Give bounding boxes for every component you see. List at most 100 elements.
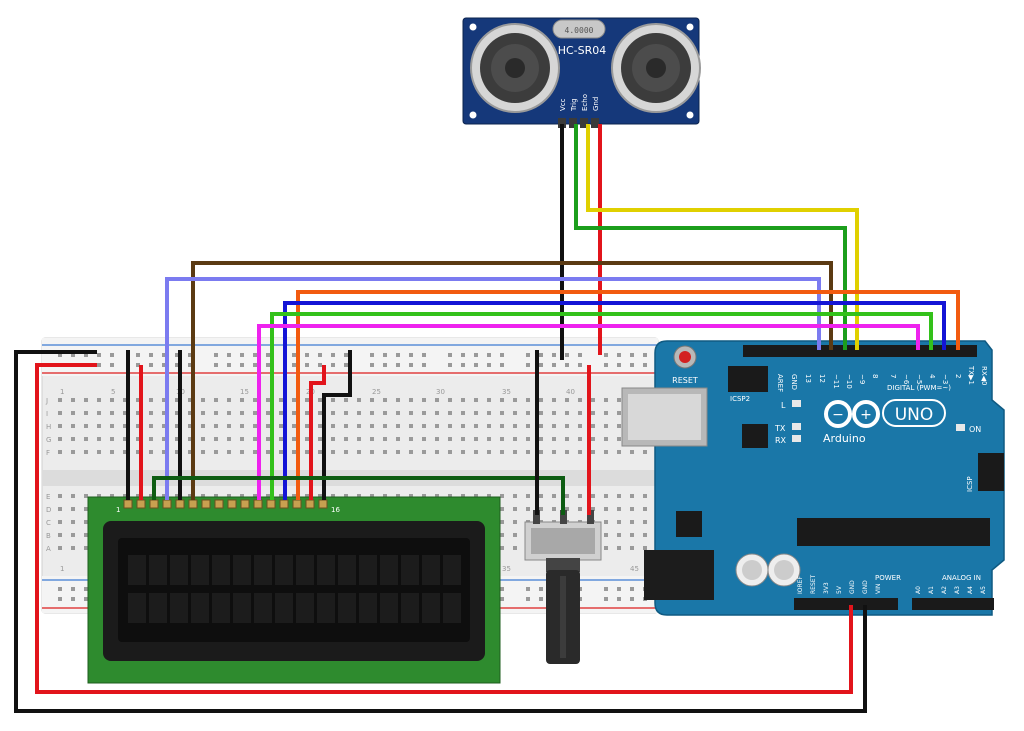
breadboard-hole — [396, 424, 400, 428]
wire-sensor-trig — [574, 124, 847, 350]
wire-magenta — [257, 324, 920, 500]
breadboard-hole — [188, 437, 192, 441]
breadboard-hole — [630, 450, 634, 454]
breadboard-hole — [357, 450, 361, 454]
breadboard-hole — [162, 450, 166, 454]
breadboard-hole — [305, 450, 309, 454]
breadboard-rail-hole — [474, 363, 478, 367]
breadboard-rail-hole — [253, 353, 257, 357]
breadboard-rail-hole — [617, 587, 621, 591]
lcd-screen — [118, 538, 470, 642]
breadboard-hole — [565, 424, 569, 428]
lcd-character-cells — [128, 555, 461, 623]
breadboard-hole — [292, 424, 296, 428]
breadboard-rail-hole — [344, 353, 348, 357]
breadboard-hole — [500, 398, 504, 402]
breadboard-hole — [578, 437, 582, 441]
small-regulator — [676, 511, 702, 537]
breadboard-hole — [539, 507, 543, 511]
breadboard-hole — [240, 437, 244, 441]
breadboard-hole — [448, 424, 452, 428]
sensor-model-label: HC-SR04 — [558, 44, 607, 57]
pin-label-gnd: GND — [790, 374, 798, 390]
breadboard-rail-hole — [604, 363, 608, 367]
lcd-character-cell — [128, 555, 146, 585]
breadboard-hole — [409, 398, 413, 402]
breadboard-hole — [110, 450, 114, 454]
breadboard-rail-hole — [396, 353, 400, 357]
breadboard-hole — [162, 424, 166, 428]
breadboard-hole — [539, 437, 543, 441]
breadboard-hole — [84, 411, 88, 415]
lcd-character-cell — [401, 593, 419, 623]
breadboard-hole — [578, 411, 582, 415]
breadboard-hole — [474, 411, 478, 415]
breadboard-rail-hole — [422, 353, 426, 357]
potentiometer-neck — [546, 558, 580, 572]
breadboard-hole — [643, 450, 647, 454]
column-number: 25 — [372, 388, 381, 396]
breadboard-hole — [461, 494, 465, 498]
breadboard-hole — [331, 424, 335, 428]
led-tx — [792, 423, 801, 430]
pin-label-a4: A4 — [967, 586, 974, 594]
lcd-character-cell — [317, 555, 335, 585]
breadboard-rail-hole — [617, 597, 621, 601]
pin-label-6: ~6 — [902, 374, 910, 385]
breadboard-hole — [552, 411, 556, 415]
breadboard-hole — [487, 424, 491, 428]
row-letter: B — [46, 532, 51, 540]
breadboard-hole — [71, 507, 75, 511]
breadboard-hole — [487, 411, 491, 415]
breadboard-rail-hole — [604, 353, 608, 357]
pin-label-3: ~3 — [941, 374, 949, 384]
breadboard-hole — [136, 398, 140, 402]
breadboard-hole — [110, 411, 114, 415]
breadboard-hole — [175, 450, 179, 454]
breadboard-hole — [58, 546, 62, 550]
breadboard-hole — [71, 450, 75, 454]
pin-label-a1: A1 — [928, 586, 935, 594]
breadboard-hole — [435, 494, 439, 498]
lcd-character-cell — [359, 555, 377, 585]
breadboard-hole — [487, 398, 491, 402]
led-rx-label: RX — [775, 436, 787, 445]
breadboard-rail-hole — [227, 353, 231, 357]
lcd-character-cell — [338, 555, 356, 585]
breadboard-hole — [162, 411, 166, 415]
pin-label-4: 4 — [928, 374, 936, 379]
breadboard-hole — [422, 424, 426, 428]
breadboard-rail-hole — [331, 353, 335, 357]
wire-brown — [191, 261, 833, 500]
wire-lcd-backlight-vcc — [309, 365, 326, 500]
pin-label-a0: A0 — [915, 586, 922, 594]
analog-label: ANALOG IN — [942, 574, 981, 582]
breadboard-rail-hole — [643, 353, 647, 357]
breadboard-hole — [578, 494, 582, 498]
breadboard-hole — [461, 450, 465, 454]
wire-lime — [270, 312, 933, 500]
breadboard-hole — [396, 450, 400, 454]
mount-hole — [686, 23, 694, 31]
breadboard-row-letters: J I H G F E D C B A — [45, 397, 51, 553]
breadboard-hole — [318, 437, 322, 441]
breadboard-hole — [84, 507, 88, 511]
breadboard-hole — [279, 450, 283, 454]
lcd-module: 1 16 — [87, 496, 501, 684]
breadboard-hole — [513, 520, 517, 524]
breadboard-hole — [357, 424, 361, 428]
breadboard-hole — [604, 450, 608, 454]
breadboard-hole — [110, 424, 114, 428]
potentiometer[interactable] — [524, 510, 602, 664]
icsp2-label: ICSP2 — [730, 395, 750, 403]
breadboard-hole — [552, 494, 556, 498]
lcd-character-cell — [401, 555, 419, 585]
pin-label-5: ~5 — [915, 374, 923, 384]
breadboard-hole — [279, 411, 283, 415]
breadboard-hole — [344, 398, 348, 402]
breadboard-hole — [71, 411, 75, 415]
breadboard-hole — [487, 450, 491, 454]
breadboard-rail-hole — [396, 363, 400, 367]
mount-hole — [469, 111, 477, 119]
breadboard-hole — [58, 507, 62, 511]
